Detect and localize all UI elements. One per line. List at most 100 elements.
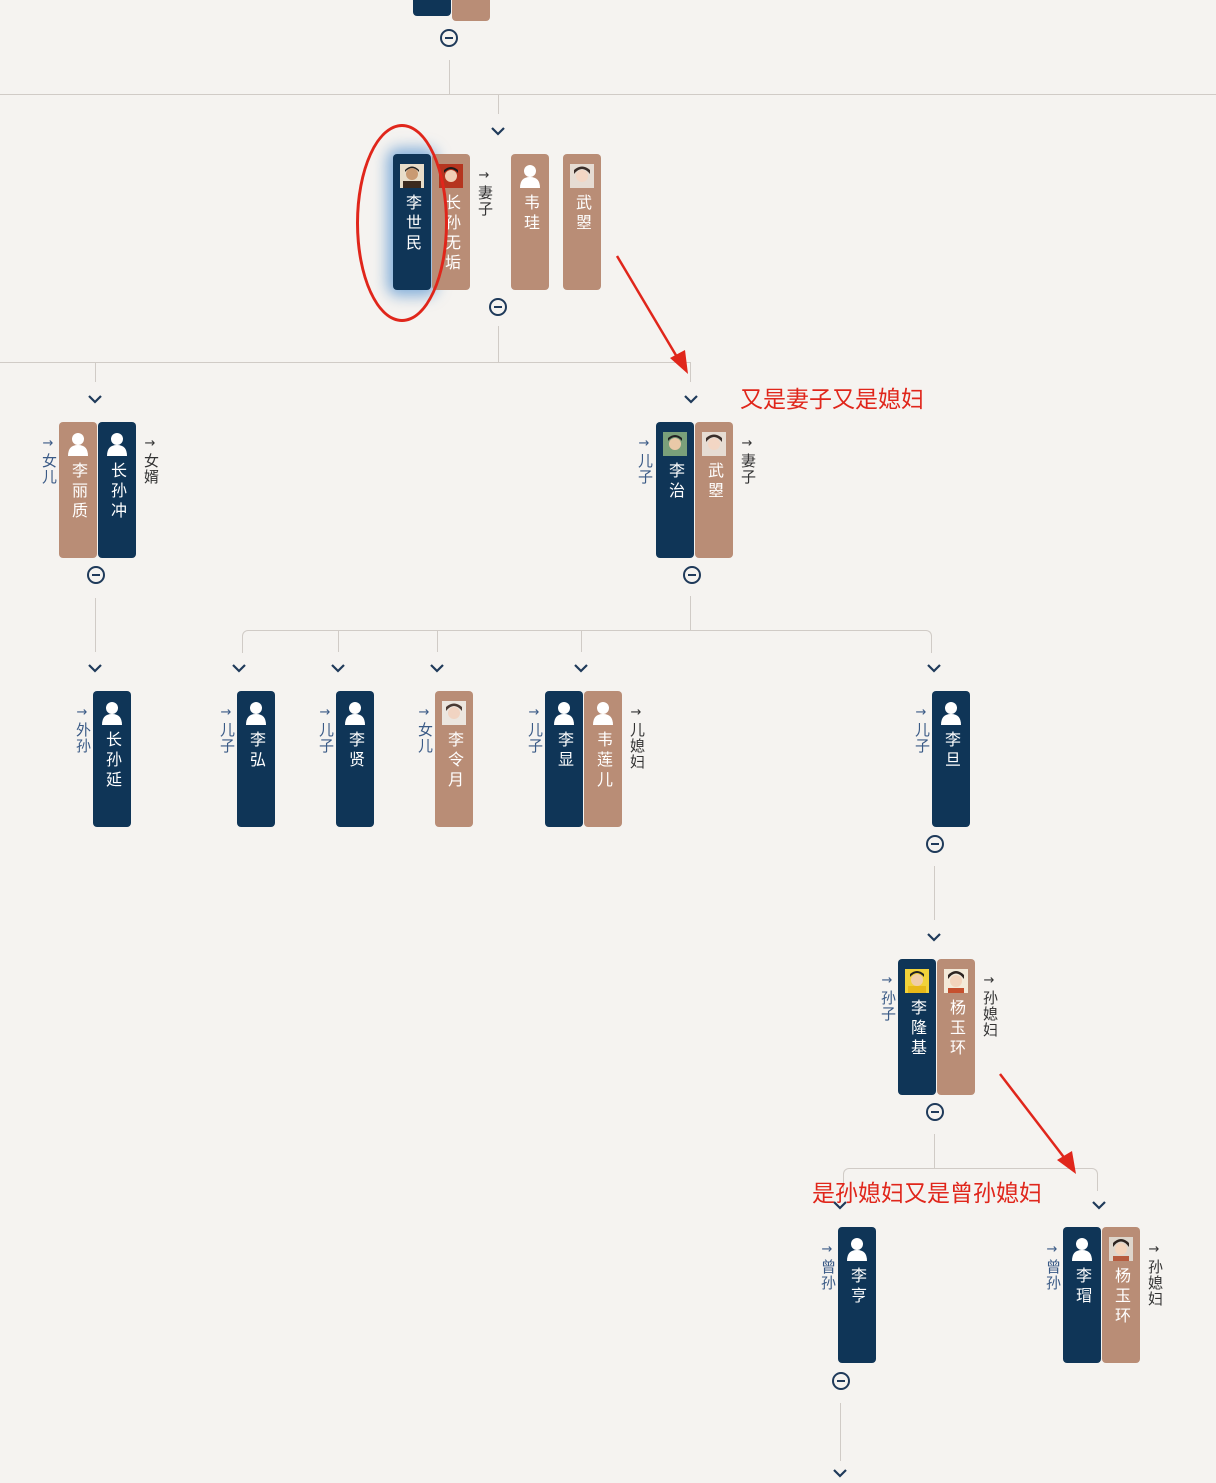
partial-card-top-female[interactable] bbox=[452, 0, 490, 21]
collapse-icon[interactable] bbox=[440, 29, 458, 47]
chevron-down-icon[interactable] bbox=[833, 1200, 847, 1210]
person-silhouette-icon bbox=[244, 701, 268, 725]
person-card-li-mao[interactable]: 李瑁 bbox=[1063, 1227, 1101, 1363]
relation-label: →女儿 bbox=[416, 705, 434, 754]
connector-line bbox=[934, 866, 935, 920]
connector-line bbox=[934, 1134, 935, 1168]
relation-label: →儿子 bbox=[317, 705, 335, 754]
person-card-li-dan[interactable]: 李旦 bbox=[932, 691, 970, 827]
connector-line bbox=[581, 630, 582, 652]
chevron-down-icon[interactable] bbox=[927, 932, 941, 942]
person-name: 李瑁 bbox=[1073, 1267, 1092, 1307]
collapse-icon[interactable] bbox=[926, 835, 944, 853]
person-name: 李隆基 bbox=[908, 999, 927, 1059]
relation-label: →妻子 bbox=[476, 168, 494, 217]
portrait-photo-icon bbox=[570, 164, 594, 188]
person-name: 李令月 bbox=[445, 731, 464, 791]
connector-line bbox=[95, 598, 96, 652]
person-card-li-zhi[interactable]: 李治 bbox=[656, 422, 694, 558]
chevron-down-icon[interactable] bbox=[1092, 1200, 1106, 1210]
person-card-li-hong[interactable]: 李弘 bbox=[237, 691, 275, 827]
person-name: 韦莲儿 bbox=[594, 731, 613, 791]
person-card-li-longji[interactable]: 李隆基 bbox=[898, 959, 936, 1095]
person-name: 李亨 bbox=[848, 1267, 867, 1307]
person-card-yang-yuhuan-2[interactable]: 杨玉环 bbox=[1102, 1227, 1140, 1363]
relation-label: →儿子 bbox=[913, 705, 931, 754]
collapse-icon[interactable] bbox=[832, 1372, 850, 1390]
person-card-li-xian[interactable]: 李贤 bbox=[336, 691, 374, 827]
chevron-down-icon[interactable] bbox=[331, 663, 345, 673]
person-silhouette-icon bbox=[105, 432, 129, 456]
person-silhouette-icon bbox=[552, 701, 576, 725]
highlight-circle bbox=[356, 124, 448, 322]
partial-card-top-male[interactable] bbox=[413, 0, 451, 16]
chevron-down-icon[interactable] bbox=[430, 663, 444, 673]
person-name: 韦珪 bbox=[521, 194, 540, 234]
relation-label: →妻子 bbox=[739, 436, 757, 485]
person-card-li-heng[interactable]: 李亨 bbox=[838, 1227, 876, 1363]
person-card-zhangsun-yan[interactable]: 长孙延 bbox=[93, 691, 131, 827]
annotation-text: 是孙媳妇又是曾孙媳妇 bbox=[812, 1181, 1042, 1207]
connector-line bbox=[449, 60, 450, 94]
person-name: 李旦 bbox=[942, 731, 961, 771]
generation-divider bbox=[0, 94, 1216, 95]
chevron-down-icon[interactable] bbox=[927, 663, 941, 673]
relation-label: →儿媳妇 bbox=[628, 705, 646, 770]
person-name: 李弘 bbox=[247, 731, 266, 771]
person-card-wei-gui[interactable]: 韦珪 bbox=[511, 154, 549, 290]
person-name: 李治 bbox=[666, 462, 685, 502]
annotation-arrow-line bbox=[615, 255, 682, 363]
person-name: 武曌 bbox=[705, 462, 724, 502]
relation-label: →儿子 bbox=[218, 705, 236, 754]
person-card-wu-zhao[interactable]: 武曌 bbox=[695, 422, 733, 558]
person-name: 长孙冲 bbox=[108, 462, 127, 522]
person-silhouette-icon bbox=[591, 701, 615, 725]
portrait-photo-icon bbox=[663, 432, 687, 456]
person-silhouette-icon bbox=[518, 164, 542, 188]
chevron-down-icon[interactable] bbox=[574, 663, 588, 673]
connector-line bbox=[498, 94, 499, 114]
connector-line bbox=[437, 630, 438, 652]
connector-line bbox=[338, 630, 339, 652]
collapse-icon[interactable] bbox=[683, 566, 701, 584]
person-name: 李显 bbox=[555, 731, 574, 771]
relation-label: →外孙 bbox=[74, 705, 92, 754]
person-silhouette-icon bbox=[66, 432, 90, 456]
person-card-wu-zhao[interactable]: 武曌 bbox=[563, 154, 601, 290]
portrait-photo-icon bbox=[442, 701, 466, 725]
person-card-yang-yuhuan[interactable]: 杨玉环 bbox=[937, 959, 975, 1095]
person-name: 杨玉环 bbox=[947, 999, 966, 1059]
person-card-zhangsun-chong[interactable]: 长孙冲 bbox=[98, 422, 136, 558]
portrait-photo-icon bbox=[944, 969, 968, 993]
children-bracket bbox=[843, 1168, 1098, 1191]
annotation-text: 又是妻子又是媳妇 bbox=[740, 387, 924, 413]
portrait-photo-icon bbox=[702, 432, 726, 456]
chevron-down-icon[interactable] bbox=[833, 1468, 847, 1478]
person-name: 武曌 bbox=[573, 194, 592, 234]
person-silhouette-icon bbox=[845, 1237, 869, 1261]
chevron-down-icon[interactable] bbox=[88, 394, 102, 404]
chevron-down-icon[interactable] bbox=[684, 394, 698, 404]
annotation-arrow-head bbox=[670, 350, 688, 374]
person-card-li-lizhi[interactable]: 李丽质 bbox=[59, 422, 97, 558]
collapse-icon[interactable] bbox=[87, 566, 105, 584]
relation-label: →儿子 bbox=[526, 705, 544, 754]
chevron-down-icon[interactable] bbox=[88, 663, 102, 673]
collapse-icon[interactable] bbox=[926, 1103, 944, 1121]
relation-label: →女儿 bbox=[40, 436, 58, 485]
person-name: 李贤 bbox=[346, 731, 365, 771]
relation-label: →孙媳妇 bbox=[981, 973, 999, 1038]
collapse-icon[interactable] bbox=[489, 298, 507, 316]
children-bracket bbox=[242, 630, 932, 653]
person-card-li-lingyue[interactable]: 李令月 bbox=[435, 691, 473, 827]
connector-line bbox=[95, 362, 96, 382]
chevron-down-icon[interactable] bbox=[232, 663, 246, 673]
person-silhouette-icon bbox=[939, 701, 963, 725]
chevron-down-icon[interactable] bbox=[491, 126, 505, 136]
relation-label: →儿子 bbox=[636, 436, 654, 485]
relation-label: →孙媳妇 bbox=[1146, 1242, 1164, 1307]
person-silhouette-icon bbox=[100, 701, 124, 725]
person-card-wei-lianer[interactable]: 韦莲儿 bbox=[584, 691, 622, 827]
person-card-li-xian-2[interactable]: 李显 bbox=[545, 691, 583, 827]
connector-line bbox=[690, 596, 691, 630]
